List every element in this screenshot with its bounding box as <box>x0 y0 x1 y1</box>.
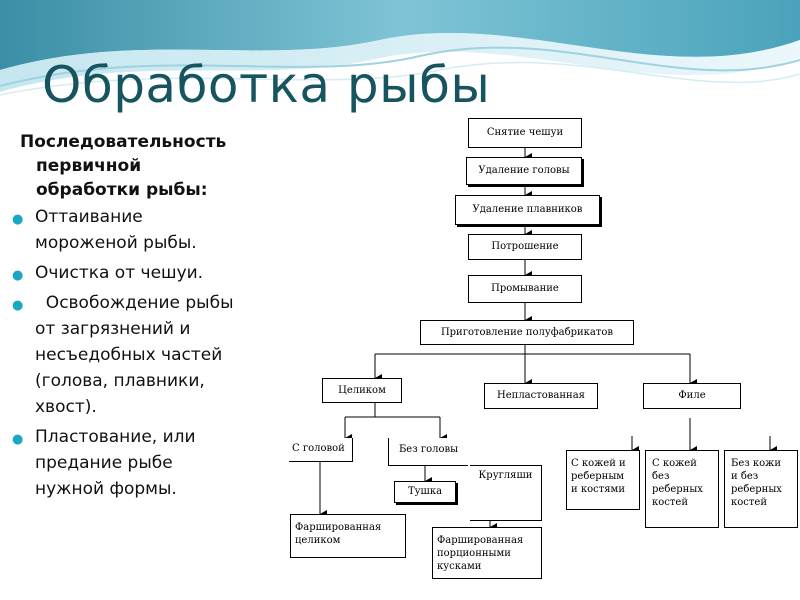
heading-line: Последовательность <box>20 132 227 152</box>
branch-whole-box: Целиком <box>322 378 402 403</box>
box-line: Фаршированная <box>295 522 382 533</box>
list-item-line: несъедобных частей <box>35 345 223 365</box>
list-item-line: (голова, плавники, <box>35 371 205 391</box>
box-line: и без <box>731 471 759 482</box>
list-item-line: от загрязнений и <box>35 319 191 339</box>
box-line: С кожей <box>652 458 697 469</box>
box-line: кусками <box>437 561 482 572</box>
box-line: реберным <box>571 471 625 482</box>
list-item: ● Оттаивание мороженой рыбы. <box>8 204 290 256</box>
heading-line: обработки рыбы: <box>36 180 208 200</box>
rounds-box: Кругляши <box>470 465 542 521</box>
box-line: костей <box>652 497 688 508</box>
list-item-line: предание рыбе <box>35 453 173 473</box>
list-item-line: Освобождение рыбы <box>35 293 234 313</box>
slide-title: Обработка рыбы <box>42 56 491 114</box>
list-item-line: Пластование, или <box>35 427 196 447</box>
step-head-removal-box: Удаление головы <box>466 157 582 185</box>
fillet-no-skin-box: Без кожи и без реберных костей <box>724 450 798 528</box>
stuffed-whole-box: Фаршированная целиком <box>290 514 406 558</box>
fillet-skin-bones-box: С кожей и реберным и костями <box>566 450 640 510</box>
step-scaling-box: Снятие чешуи <box>468 118 582 148</box>
box-line: костей <box>731 497 767 508</box>
step-semi-products-box: Приготовление полуфабрикатов <box>420 320 634 345</box>
step-list: ● Оттаивание мороженой рыбы. ● Очистка о… <box>8 204 290 502</box>
list-item: ● Очистка от чешуи. <box>8 260 290 286</box>
list-item-line: мороженой рыбы. <box>35 233 197 253</box>
list-item: ● Освобождение рыбы от загрязнений и нес… <box>8 290 290 420</box>
sequence-panel: Последовательность первичной обработки р… <box>8 130 290 530</box>
bullet-icon: ● <box>12 298 24 313</box>
with-head-box: С головой <box>289 438 353 462</box>
sequence-heading: Последовательность первичной обработки р… <box>8 130 290 202</box>
bullet-icon: ● <box>12 268 24 283</box>
step-gutting-box: Потрошение <box>468 234 582 260</box>
box-line: реберных <box>731 484 782 495</box>
bullet-icon: ● <box>12 432 24 447</box>
box-line: целиком <box>295 535 341 546</box>
box-line: Фаршированная <box>437 535 524 546</box>
carcass-box: Тушка <box>394 481 456 503</box>
box-line: реберных <box>652 484 703 495</box>
decorative-wave-header <box>0 0 800 130</box>
box-line: и костями <box>571 484 625 495</box>
list-item-line: Оттаивание <box>35 207 143 227</box>
step-rinsing-box: Промывание <box>468 275 582 303</box>
list-item: ● Пластование, или предание рыбе нужной … <box>8 424 290 502</box>
step-fin-removal-box: Удаление плавников <box>455 195 600 225</box>
list-item-line: хвост). <box>35 397 97 417</box>
stuffed-portions-box: Фаршированная порционными кусками <box>432 527 542 579</box>
list-item-line: нужной формы. <box>35 479 177 499</box>
bullet-icon: ● <box>12 212 24 227</box>
branch-unsliced-box: Непластованная <box>484 383 598 409</box>
box-line: Без кожи <box>731 458 782 469</box>
branch-fillet-box: Филе <box>643 383 741 409</box>
fillet-skin-no-bones-box: С кожей без реберных костей <box>645 450 719 528</box>
list-item-line: Очистка от чешуи. <box>35 263 204 283</box>
box-line: порционными <box>437 548 511 559</box>
heading-line: первичной <box>36 156 142 176</box>
box-line: С кожей и <box>571 458 626 469</box>
box-line: без <box>652 471 670 482</box>
without-head-box: Без головы <box>388 438 468 466</box>
